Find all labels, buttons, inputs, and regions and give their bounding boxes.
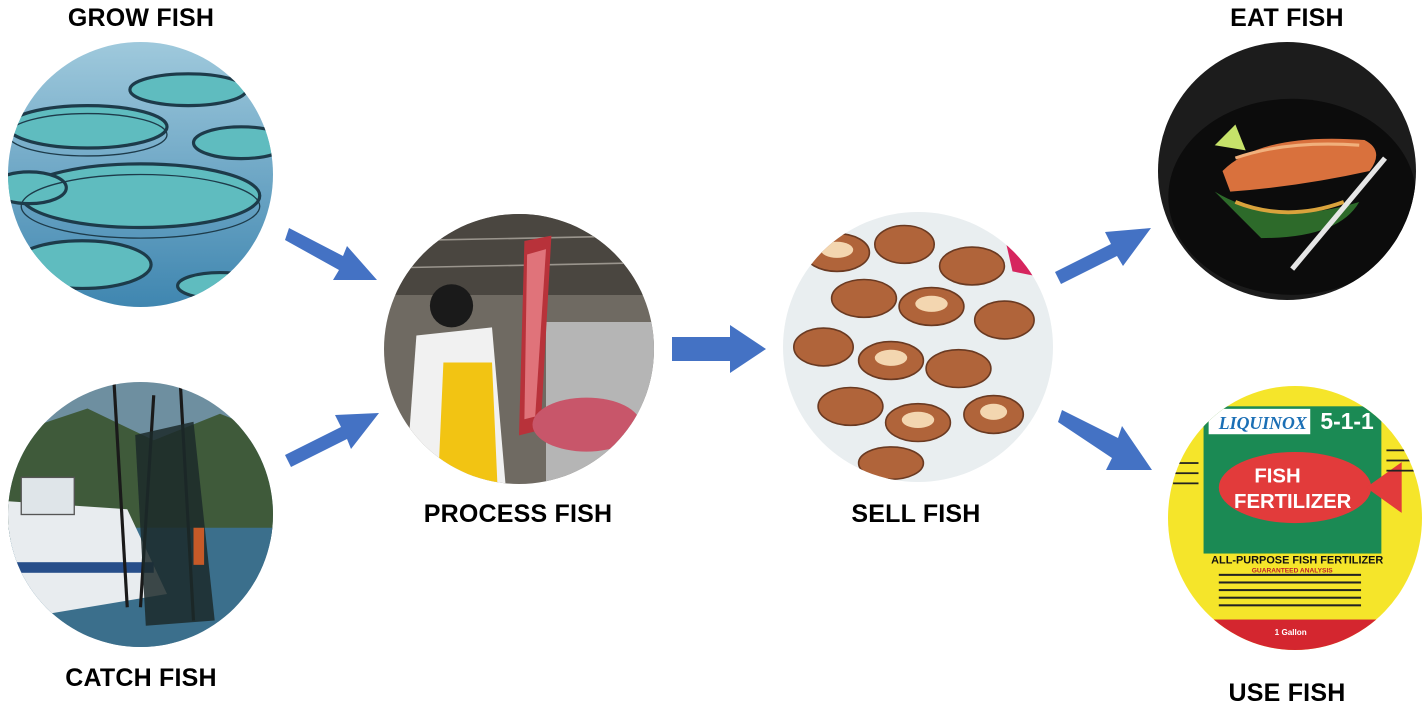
fertilizer-volume: 1 Gallon [1275, 628, 1307, 637]
arrow-process-to-sell [672, 325, 766, 373]
fertilizer-title-1: FISH [1254, 465, 1300, 487]
eat-fish-image [1158, 42, 1416, 300]
catch-fish-image [8, 382, 273, 647]
label-catch-fish: CATCH FISH [65, 664, 217, 692]
fertilizer-analysis: GUARANTEED ANALYSIS [1252, 568, 1333, 575]
use-fish-image: LIQUINOX 5-1-1 FISH FERTILIZER ALL-PURPO… [1168, 386, 1422, 650]
process-fish-image [384, 214, 654, 484]
label-sell-fish: SELL FISH [851, 500, 981, 528]
label-eat-fish: EAT FISH [1230, 4, 1344, 32]
arrow-sell-to-use [1058, 410, 1152, 470]
arrow-catch-to-process [285, 413, 379, 467]
label-grow-fish: GROW FISH [67, 4, 215, 32]
fertilizer-brand: LIQUINOX [1218, 413, 1308, 433]
label-use-fish: USE FISH [1228, 679, 1346, 707]
fertilizer-ratio: 5-1-1 [1320, 408, 1374, 434]
arrow-grow-to-process [285, 228, 377, 280]
sell-fish-image [783, 212, 1053, 482]
label-process-fish: PROCESS FISH [423, 500, 613, 528]
grow-fish-image [8, 42, 273, 307]
arrow-sell-to-eat [1055, 228, 1151, 284]
fertilizer-title-2: FERTILIZER [1234, 491, 1352, 513]
fertilizer-tagline: ALL-PURPOSE FISH FERTILIZER [1211, 555, 1383, 567]
